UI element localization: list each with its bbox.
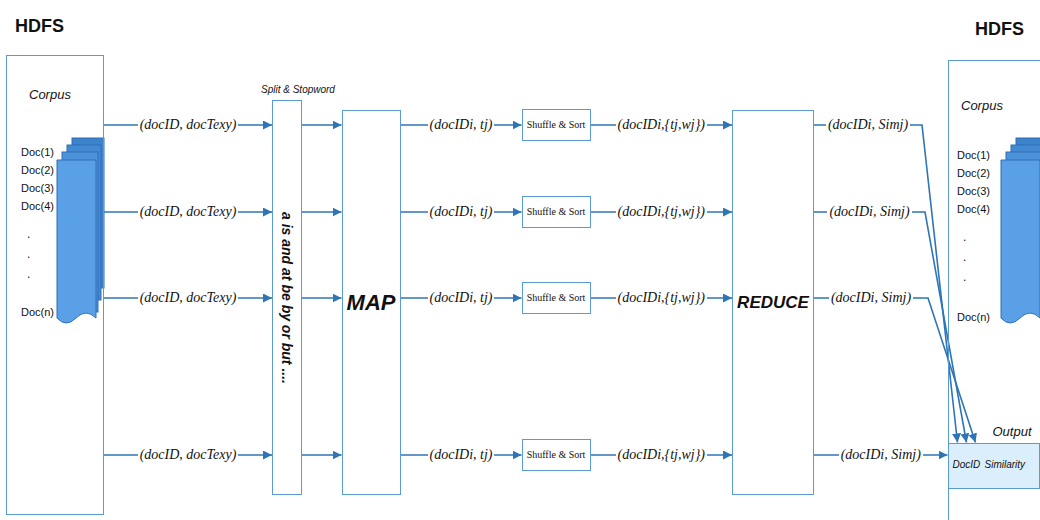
key-value-label: (docIDi,{tj,wj}) <box>616 447 707 462</box>
hdfs-output-box: HDFSCorpusDoc(1)Doc(2)Doc(3)Doc(4)...Doc… <box>948 60 1040 520</box>
key-value-label: (docIDi, Simj) <box>839 447 923 462</box>
node-text: HDFS <box>15 16 64 37</box>
key-value-label: (docIDi, Simj) <box>826 117 910 132</box>
map-box: MAP <box>342 110 401 495</box>
flow-arrow <box>302 454 342 456</box>
node-text: MAP <box>347 290 396 315</box>
node-text: Doc(2) <box>21 164 54 177</box>
key-value-label: (docIDi, tj) <box>428 290 495 305</box>
node-text: Shuffle & Sort <box>527 119 586 131</box>
key-value-label: (docID, docTexy) <box>138 290 239 305</box>
doc-sheet-front <box>57 160 96 323</box>
key-value-label: (docIDi,{tj,wj}) <box>616 290 707 305</box>
node-text: Shuffle & Sort <box>527 206 586 218</box>
key-value-label: (docIDi, tj) <box>428 447 495 462</box>
node-text: Doc(1) <box>21 146 54 159</box>
node-text: a is and at be by or but .... <box>279 212 295 384</box>
flow-arrow <box>302 211 342 213</box>
node-text: . <box>963 271 966 285</box>
doc-sheet-front <box>1001 160 1040 323</box>
node-text: REDUCE <box>737 293 809 313</box>
key-value-label: (docIDi, Simj) <box>829 290 913 305</box>
node-text: Doc(2) <box>957 167 990 180</box>
node-text: Shuffle & Sort <box>527 292 586 304</box>
node-text: Output <box>993 425 1032 440</box>
output-band: OutputDocIDSimilarity <box>948 443 1040 489</box>
node-text: DocID <box>953 459 981 471</box>
flow-arrow <box>302 124 342 126</box>
right-doc-stack <box>1001 138 1040 323</box>
shuffle-sort-box: Shuffle & Sort <box>522 282 591 314</box>
shuffle-sort-box: Shuffle & Sort <box>522 109 591 141</box>
node-text: . <box>27 268 30 282</box>
flow-arrow <box>302 297 342 299</box>
node-text: Shuffle & Sort <box>527 449 586 461</box>
node-text: . <box>963 231 966 245</box>
node-text: Doc(4) <box>957 203 990 216</box>
key-value-label: (docIDi,{tj,wj}) <box>616 117 707 132</box>
node-text: Doc(1) <box>957 149 990 162</box>
key-value-label: (docIDi, Simj) <box>827 204 911 219</box>
key-value-label: (docID, docTexy) <box>138 447 239 462</box>
shuffle-sort-box: Shuffle & Sort <box>522 196 591 228</box>
node-text: HDFS <box>975 19 1024 40</box>
key-value-label: (docID, docTexy) <box>138 117 239 132</box>
left-doc-stack <box>57 138 104 323</box>
key-value-label: (docID, docTexy) <box>138 204 239 219</box>
flow-arrow <box>814 125 958 443</box>
key-value-label: (docIDi, tj) <box>428 117 495 132</box>
node-text: Corpus <box>961 99 1003 114</box>
flow-arrow <box>814 298 976 443</box>
hdfs-corpus-box: HDFSCorpusDoc(1)Doc(2)Doc(3)Doc(4)...Doc… <box>6 55 104 515</box>
node-text: . <box>27 248 30 262</box>
node-text: Doc(n) <box>957 311 990 324</box>
node-text: Doc(3) <box>21 182 54 195</box>
key-value-label: (docIDi, tj) <box>428 204 495 219</box>
node-text: Corpus <box>29 88 71 103</box>
node-text: Doc(n) <box>21 306 54 319</box>
node-text: . <box>963 251 966 265</box>
node-text: Similarity <box>985 459 1026 471</box>
reduce-box: REDUCE <box>732 110 814 495</box>
node-text: . <box>27 228 30 242</box>
node-text: Doc(3) <box>957 185 990 198</box>
key-value-label: (docIDi,{tj,wj}) <box>616 204 707 219</box>
node-text: Doc(4) <box>21 200 54 213</box>
stopword-box: Split & Stopworda is and at be by or but… <box>272 100 302 495</box>
shuffle-sort-box: Shuffle & Sort <box>522 439 591 471</box>
node-text: Split & Stopword <box>261 84 335 96</box>
flow-arrow <box>814 212 967 443</box>
